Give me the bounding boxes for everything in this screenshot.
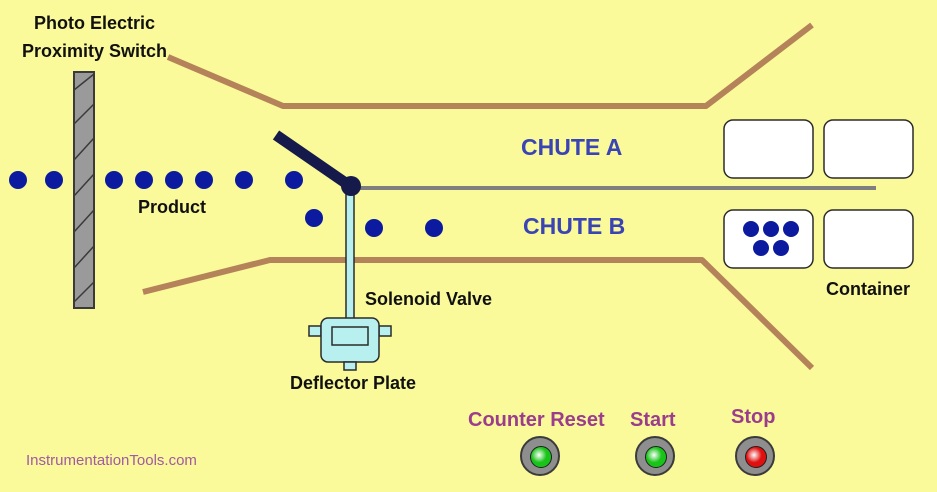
stop-lamp-icon [745, 446, 767, 468]
product-dot [235, 171, 253, 189]
counter-reset-lamp-icon [530, 446, 552, 468]
container-b1-products [743, 221, 799, 256]
deflector-pivot [341, 176, 361, 196]
chute-lower-wall [142, 257, 815, 371]
chute-a-label: CHUTE A [521, 134, 623, 160]
product-stream [9, 171, 443, 237]
chute-b-label: CHUTE B [523, 213, 626, 239]
product-dot [285, 171, 303, 189]
product-dot [135, 171, 153, 189]
container-b2 [823, 209, 914, 269]
container-a2 [823, 119, 914, 179]
solenoid-valve-label: Solenoid Valve [365, 289, 493, 309]
container-a1 [723, 119, 814, 179]
product-dot [45, 171, 63, 189]
product-dot [365, 219, 383, 237]
deflector-plate [272, 130, 354, 191]
watermark: InstrumentationTools.com [26, 452, 197, 469]
solenoid-valve-body [308, 317, 392, 371]
product-dot [105, 171, 123, 189]
deflector-plate-label: Deflector Plate [290, 373, 417, 393]
product-dot [425, 219, 443, 237]
counter-reset-label: Counter Reset [468, 409, 605, 431]
container-b1 [723, 209, 814, 269]
counter-reset-button[interactable] [520, 436, 560, 476]
stop-button[interactable] [735, 436, 775, 476]
start-button[interactable] [635, 436, 675, 476]
start-label: Start [630, 409, 676, 431]
product-dot [165, 171, 183, 189]
solenoid-rod [345, 191, 355, 329]
chute-upper-wall [166, 22, 814, 109]
product-dot [305, 209, 323, 227]
start-lamp-icon [645, 446, 667, 468]
photo-electric-sensor [73, 71, 95, 309]
product-dot [9, 171, 27, 189]
sensor-label-line2: Proximity Switch [22, 41, 168, 61]
sensor-hatching [73, 73, 95, 303]
product-dot [195, 171, 213, 189]
sensor-label-line1: Photo Electric [34, 13, 156, 33]
container-label: Container [826, 279, 911, 299]
stop-label: Stop [731, 406, 776, 428]
product-label: Product [138, 197, 207, 217]
